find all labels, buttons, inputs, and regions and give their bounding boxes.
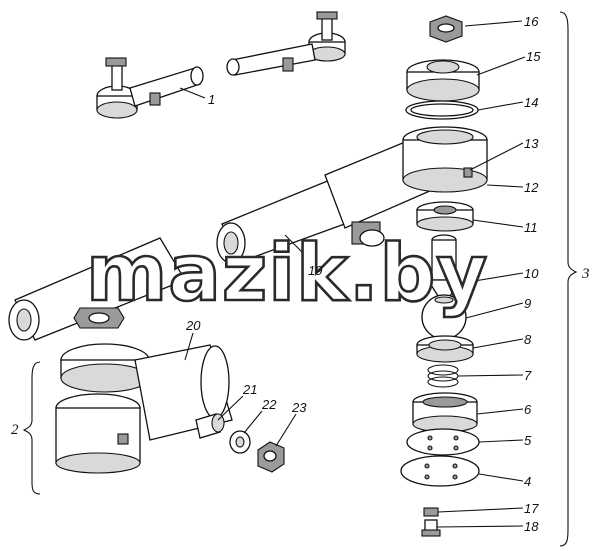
- part-plate-4: [400, 455, 480, 487]
- group-label-2: 2: [11, 422, 19, 438]
- part-fitting-18: [421, 519, 441, 537]
- callout-8: 8: [524, 332, 532, 347]
- part-pin-10: [426, 234, 462, 297]
- callout-4: 4: [524, 474, 531, 489]
- callout-18: 18: [524, 519, 539, 534]
- part-tie-rod-end-small: [96, 11, 346, 119]
- part-washer-22: [229, 430, 251, 454]
- part-cap-15: [406, 59, 480, 102]
- callout-labels: 1 4 5 6 7 8 9 10 11 12 13 14 15 16 17 18…: [185, 14, 541, 534]
- part-ring-14: [405, 100, 479, 120]
- callout-19: 19: [308, 263, 322, 278]
- part-bolt-21: [195, 413, 225, 439]
- callout-11: 11: [524, 220, 538, 235]
- part-seat-11: [416, 201, 474, 232]
- callout-1: 1: [208, 92, 215, 107]
- part-ring-8: [416, 335, 474, 363]
- group-label-3: 3: [581, 266, 590, 282]
- callout-10: 10: [524, 266, 539, 281]
- callout-21: 21: [242, 382, 257, 397]
- callout-5: 5: [524, 433, 532, 448]
- callout-23: 23: [291, 400, 307, 415]
- part-cup-6: [412, 392, 478, 433]
- callout-22: 22: [261, 397, 277, 412]
- part-spring-7: [427, 364, 459, 388]
- group-labels: 2 3: [11, 266, 590, 438]
- part-plate-5: [406, 428, 480, 456]
- callout-6: 6: [524, 402, 532, 417]
- callout-13: 13: [524, 136, 539, 151]
- part-nut-16: [429, 15, 463, 43]
- callout-15: 15: [526, 49, 541, 64]
- callout-16: 16: [524, 14, 539, 29]
- callout-20: 20: [185, 318, 201, 333]
- bracket-group-2: [22, 361, 41, 495]
- bracket-group-3: [559, 11, 578, 547]
- callout-7: 7: [524, 368, 532, 383]
- callout-9: 9: [524, 296, 531, 311]
- callout-12: 12: [524, 180, 539, 195]
- part-tube-left: [8, 237, 186, 341]
- part-housing-12: [402, 126, 488, 193]
- part-plug-17: [423, 507, 439, 517]
- part-assembly-2: [55, 307, 233, 474]
- callout-14: 14: [524, 95, 538, 110]
- watermark-text: mazik.by: [86, 229, 488, 319]
- callout-17: 17: [524, 501, 539, 516]
- part-nut-23: [257, 441, 285, 473]
- leader-lines: [179, 20, 526, 528]
